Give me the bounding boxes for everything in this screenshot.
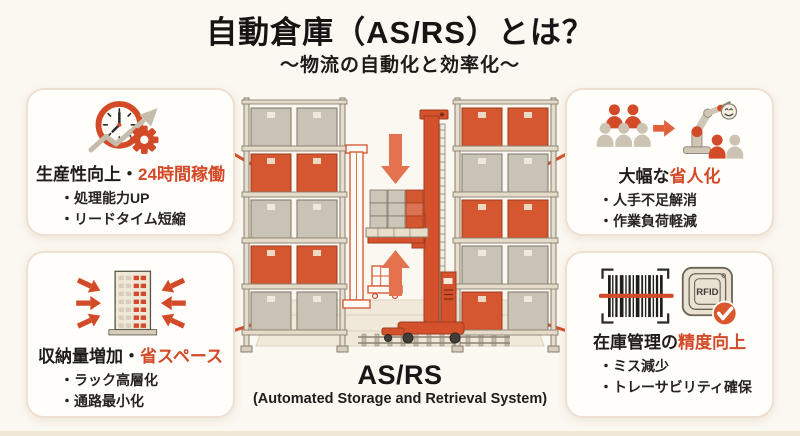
- stacker-crane: [365, 109, 465, 344]
- transition-arrow: [652, 119, 675, 137]
- barcode-rfid-icon: RFID: [597, 266, 743, 328]
- up-arrow-icon: [381, 250, 410, 296]
- people-to-robot-icon: [594, 98, 746, 162]
- panel-space-bullets: ・ラック高層化 ・通路最小化: [36, 370, 158, 412]
- pallet-load: [365, 189, 429, 238]
- asrs-title: AS/RS: [357, 360, 443, 390]
- left-storage-rack: [240, 97, 349, 353]
- panel-labor-bullets: ・人手不足解消 ・作業負荷軽減: [575, 190, 697, 232]
- bullet-item: ・処理能力UP: [60, 190, 150, 206]
- right-storage-rack: [451, 97, 560, 353]
- rfid-label: RFID: [696, 287, 718, 298]
- page-title: 自動倉庫（AS/RS）とは？: [206, 15, 594, 50]
- panel-labor-saving: 大幅な省人化 ・人手不足解消 ・作業負荷軽減: [565, 88, 774, 236]
- bullet-item: ・ラック高層化: [60, 372, 158, 388]
- building-compress-icon: [69, 266, 193, 342]
- heading-accent-text: 精度向上: [678, 333, 746, 352]
- panel-productivity-bullets: ・処理能力UP ・リードタイム短縮: [36, 188, 186, 230]
- panel-space-saving: 収納量増加・省スペース ・ラック高層化 ・通路最小化: [26, 251, 235, 418]
- heading-black-text: 生産性向上・: [36, 165, 139, 184]
- panel-productivity: 生産性向上・24時間稼働 ・処理能力UP ・リードタイム短縮: [26, 88, 235, 236]
- panel-productivity-heading: 生産性向上・24時間稼働: [36, 162, 225, 187]
- heading-accent-text: 省スペース: [140, 347, 223, 366]
- page-subtitle: ～物流の自動化と効率化～: [279, 55, 520, 76]
- bullet-item: ・トレーサビリティ確保: [599, 379, 752, 395]
- panel-inventory-heading: 在庫管理の精度向上: [593, 330, 746, 355]
- down-arrow-icon: [381, 134, 410, 184]
- bullet-item: ・人手不足解消: [599, 192, 697, 208]
- panel-labor-heading: 大幅な省人化: [619, 164, 721, 189]
- compress-arrows: [75, 277, 186, 329]
- building: [107, 270, 157, 336]
- heading-black-text: 大幅な: [618, 167, 670, 186]
- panel-inventory-bullets: ・ミス減少 ・トレーサビリティ確保: [575, 356, 752, 398]
- check-badge: [711, 300, 737, 327]
- asrs-subtitle: (Automated Storage and Retrieval System): [252, 391, 548, 407]
- heading-accent-text: 24時間稼働: [138, 165, 225, 184]
- heading-black-text: 在庫管理の: [593, 333, 678, 352]
- barcode: [598, 268, 674, 324]
- clock-gear-growth-icon: [81, 98, 181, 160]
- bottom-edge-strip: [0, 431, 800, 436]
- smiley-face: [720, 103, 737, 120]
- asrs-caption: AS/RS (Automated Storage and Retrieval S…: [0, 360, 800, 409]
- bullet-item: ・通路最小化: [60, 393, 144, 409]
- bullet-item: ・ミス減少: [599, 358, 669, 374]
- panel-inventory-accuracy: RFID 在庫管理の精度向上 ・ミス減少 ・トレーサビリティ確保: [565, 251, 774, 418]
- scan-line: [598, 293, 674, 298]
- heading-accent-text: 省人化: [669, 167, 721, 186]
- warehouse-illustration: [240, 97, 560, 353]
- bullet-item: ・作業負荷軽減: [599, 213, 697, 229]
- panel-space-heading: 収納量増加・省スペース: [38, 344, 223, 369]
- bullet-item: ・リードタイム短縮: [60, 211, 186, 227]
- heading-black-text: 収納量増加・: [38, 347, 141, 366]
